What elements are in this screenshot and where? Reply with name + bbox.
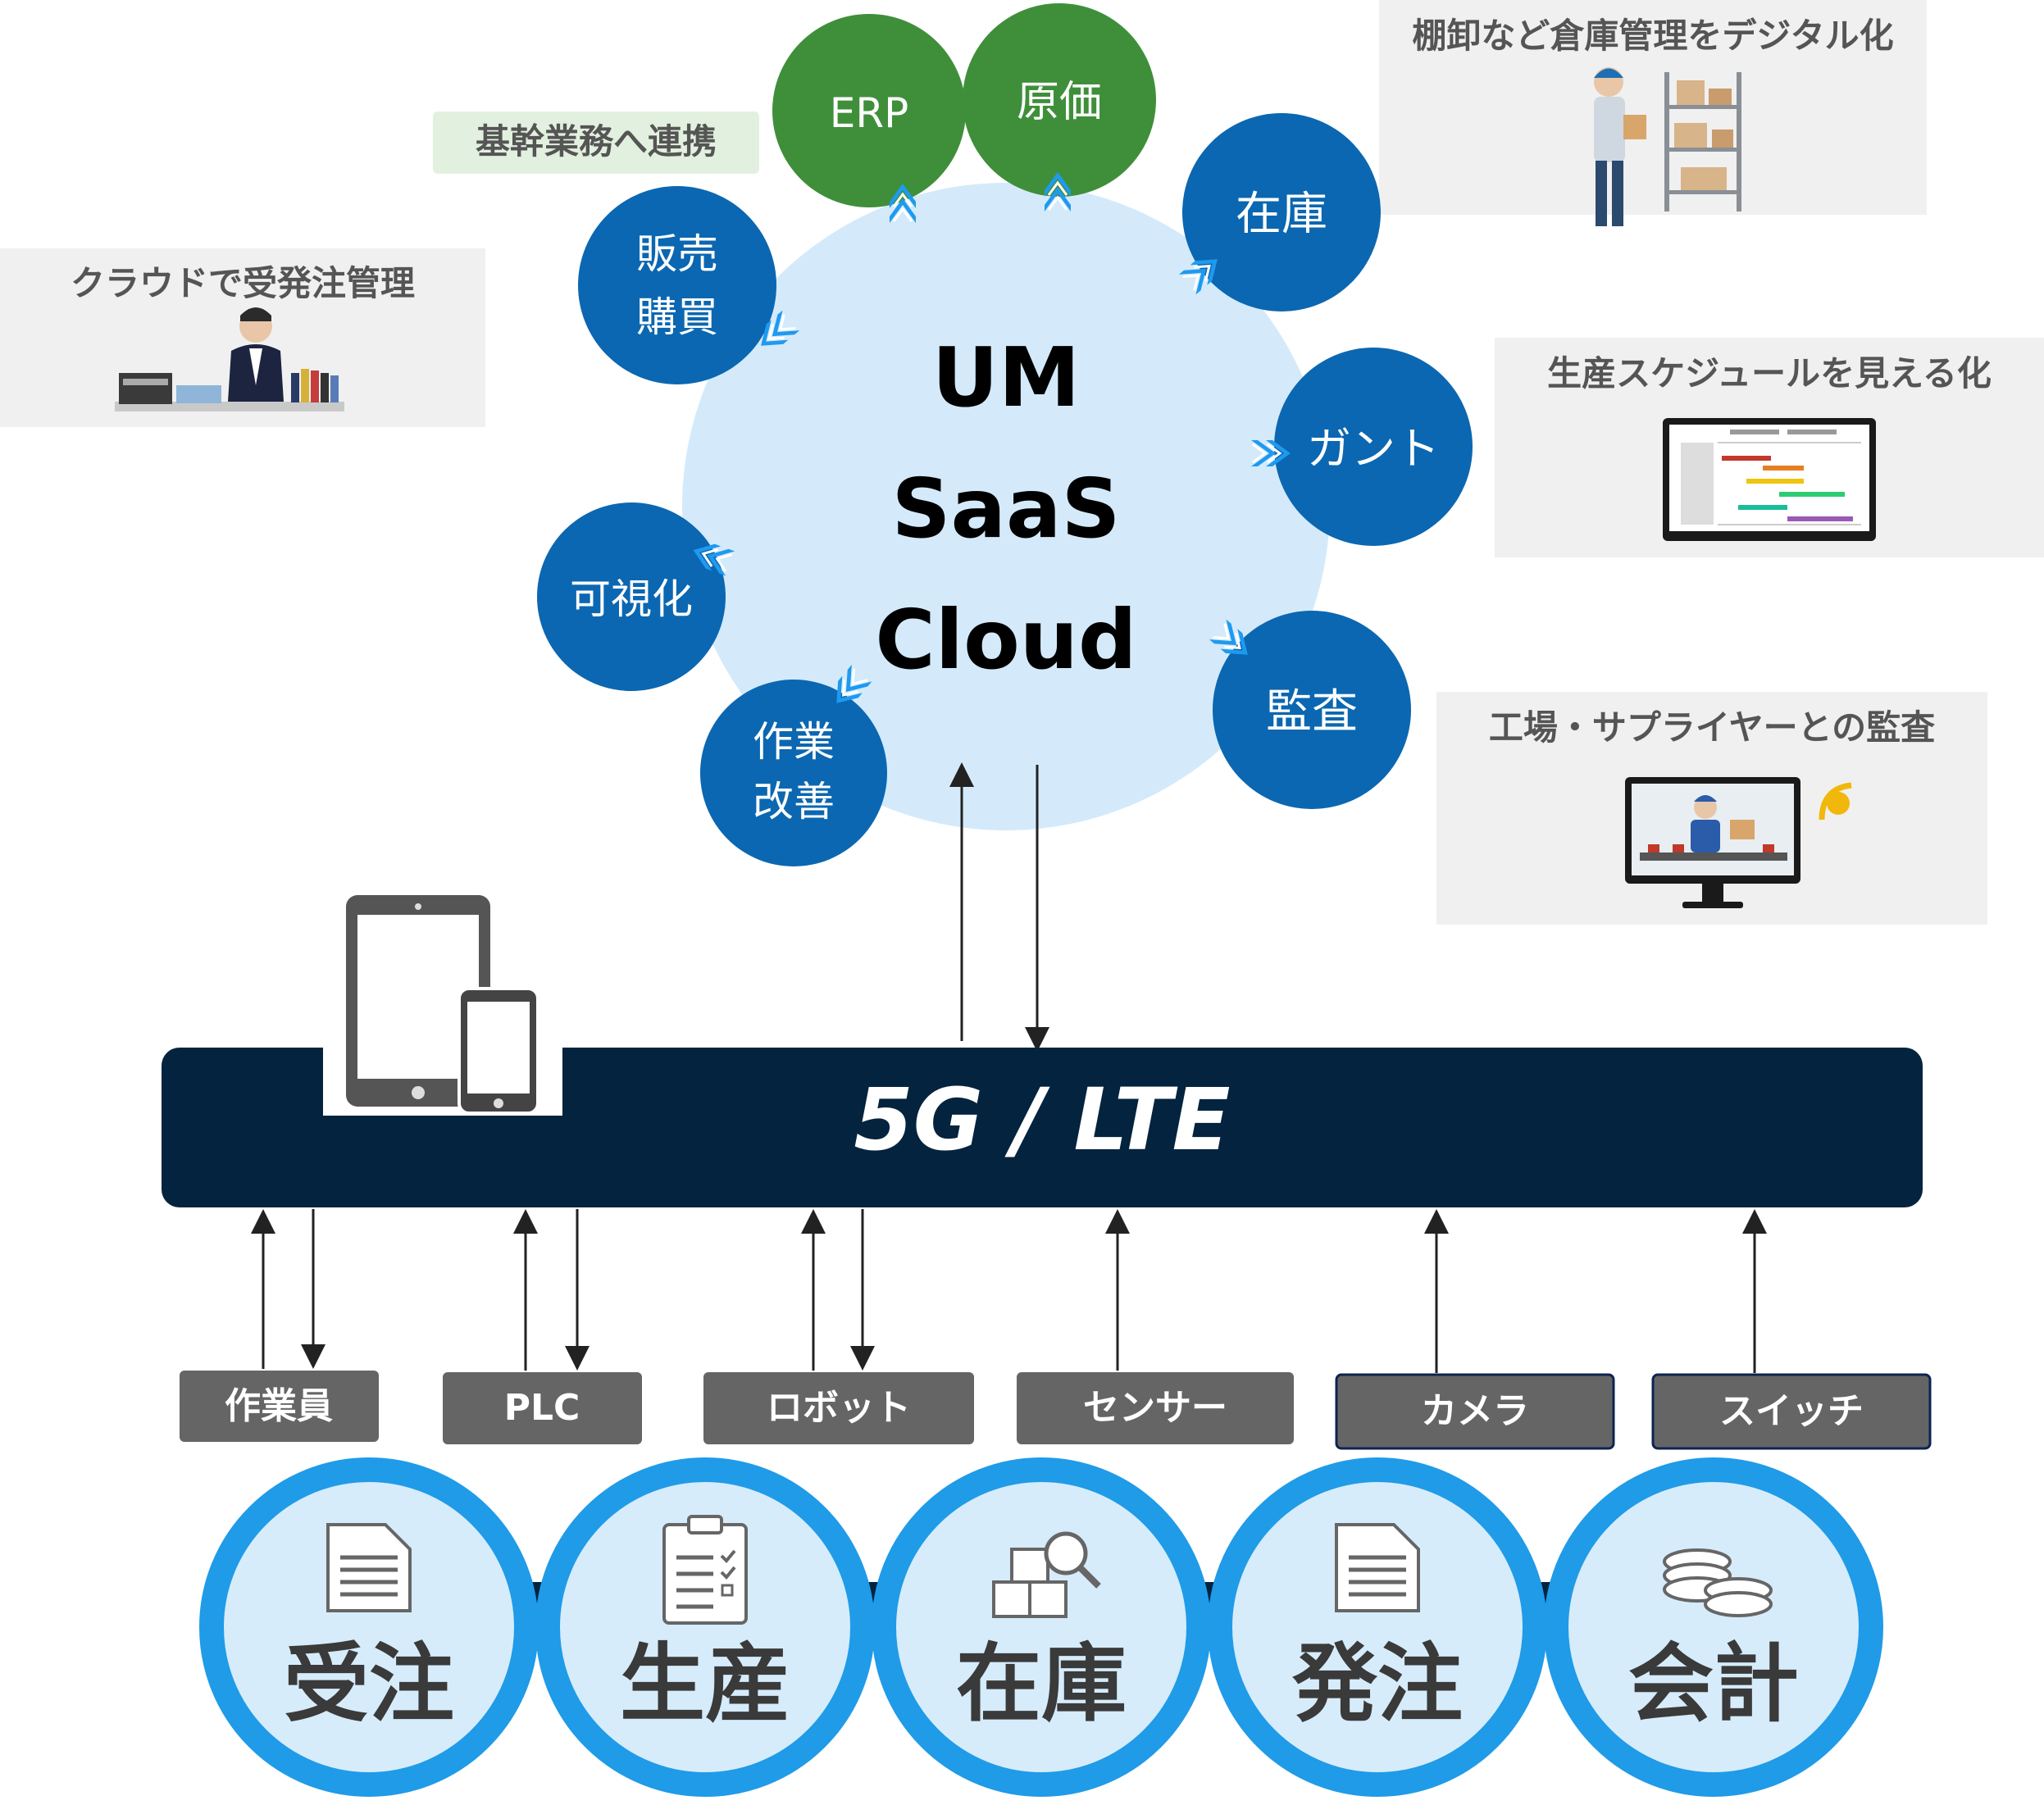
callout-schedule: 生産スケジュールを見える化 bbox=[1495, 338, 2044, 557]
process-inventory: 在庫 bbox=[872, 1457, 1211, 1797]
checklist-icon bbox=[662, 1515, 748, 1625]
network-bar: 5G / LTE bbox=[162, 1048, 1923, 1207]
process-order-receipt: 受注 bbox=[199, 1457, 539, 1797]
callout-schedule-title: 生産スケジュールを見える化 bbox=[1547, 353, 1992, 393]
cloud-title-line2: SaaS bbox=[891, 461, 1120, 557]
satellite-inventory-label: 在庫 bbox=[1236, 188, 1327, 241]
process-purchase-order-label: 発注 bbox=[1292, 1634, 1463, 1734]
satellite-sales-label-1: 販売 bbox=[636, 230, 718, 278]
device-robot-label: ロボット bbox=[767, 1387, 911, 1429]
callout-factory-audit-title: 工場・サプライヤーとの監査 bbox=[1489, 707, 1935, 748]
device-switch: スイッチ bbox=[1651, 1373, 1932, 1450]
callout-cloud-orders-title: クラウドで受発注管理 bbox=[71, 263, 415, 303]
device-arrows bbox=[251, 1209, 1767, 1373]
mobile-devices-illustration bbox=[323, 895, 562, 1116]
cloud-circle bbox=[682, 183, 1330, 830]
device-plc-label: PLC bbox=[504, 1387, 580, 1429]
satellite-audit-label: 監査 bbox=[1266, 685, 1358, 739]
callout-cloud-orders: クラウドで受発注管理 bbox=[0, 248, 485, 427]
satellite-work-improvement: 作業 改善 bbox=[700, 680, 887, 866]
callout-warehouse: 棚卸など倉庫管理をデジタル化 bbox=[1379, 0, 1927, 226]
cloud-hub: UM SaaS Cloud bbox=[682, 183, 1330, 830]
factory-monitor-illustration bbox=[1625, 777, 1852, 908]
coins-icon bbox=[1663, 1548, 1773, 1617]
device-sensor: センサー bbox=[1017, 1372, 1294, 1444]
process-inventory-label: 在庫 bbox=[956, 1634, 1127, 1734]
satellite-gantt-label: ガント bbox=[1307, 423, 1440, 475]
core-business-badge: 基幹業務へ連携 bbox=[433, 111, 759, 174]
document-icon bbox=[326, 1523, 412, 1612]
process-order-receipt-label: 受注 bbox=[284, 1634, 454, 1734]
cloud-title-line3: Cloud bbox=[875, 592, 1136, 688]
device-plc: PLC bbox=[443, 1372, 642, 1444]
device-sensor-label: センサー bbox=[1083, 1387, 1227, 1429]
satellite-visualize-label: 可視化 bbox=[570, 575, 693, 623]
satellite-audit: 監査 bbox=[1213, 611, 1411, 809]
document-icon bbox=[1335, 1523, 1420, 1612]
process-accounting-label: 会計 bbox=[1628, 1634, 1799, 1734]
device-robot: ロボット bbox=[703, 1372, 974, 1444]
process-purchase-order: 発注 bbox=[1208, 1457, 1547, 1797]
satellite-erp: ERP bbox=[772, 14, 966, 207]
cloud-title-line1: UM bbox=[932, 330, 1081, 425]
satellite-erp-label: ERP bbox=[830, 89, 908, 137]
device-worker: 作業員 bbox=[180, 1371, 379, 1442]
boxes-search-icon bbox=[992, 1531, 1101, 1618]
callout-factory-audit: 工場・サプライヤーとの監査 bbox=[1436, 692, 1987, 925]
device-switch-label: スイッチ bbox=[1719, 1390, 1864, 1432]
device-camera: カメラ bbox=[1335, 1373, 1615, 1450]
satellite-sales: 販売 購買 bbox=[578, 186, 776, 384]
satellite-work-improvement-label-2: 改善 bbox=[753, 778, 835, 825]
core-business-label: 基幹業務へ連携 bbox=[476, 121, 717, 161]
callout-warehouse-title: 棚卸など倉庫管理をデジタル化 bbox=[1412, 16, 1893, 56]
satellite-work-improvement-label-1: 作業 bbox=[753, 718, 835, 766]
process-production: 生産 bbox=[535, 1457, 875, 1797]
satellite-gantt: ガント bbox=[1274, 348, 1473, 546]
device-worker-label: 作業員 bbox=[225, 1385, 333, 1427]
satellite-inventory: 在庫 bbox=[1182, 113, 1381, 311]
satellite-visualize: 可視化 bbox=[537, 502, 726, 691]
gantt-monitor-illustration bbox=[1663, 418, 1876, 541]
tablet-icon bbox=[346, 895, 490, 1107]
network-label: 5G / LTE bbox=[854, 1070, 1230, 1170]
process-production-label: 生産 bbox=[620, 1634, 790, 1734]
smartphone-icon bbox=[458, 987, 539, 1115]
satellite-cost-label: 原価 bbox=[1017, 78, 1102, 127]
device-camera-label: カメラ bbox=[1421, 1390, 1529, 1432]
businessman-illustration bbox=[115, 307, 344, 411]
warehouse-worker-illustration bbox=[1594, 67, 1741, 226]
satellite-cost: 原価 bbox=[963, 3, 1156, 197]
satellite-sales-label-2: 購買 bbox=[636, 293, 718, 341]
process-accounting: 会計 bbox=[1544, 1457, 1883, 1797]
